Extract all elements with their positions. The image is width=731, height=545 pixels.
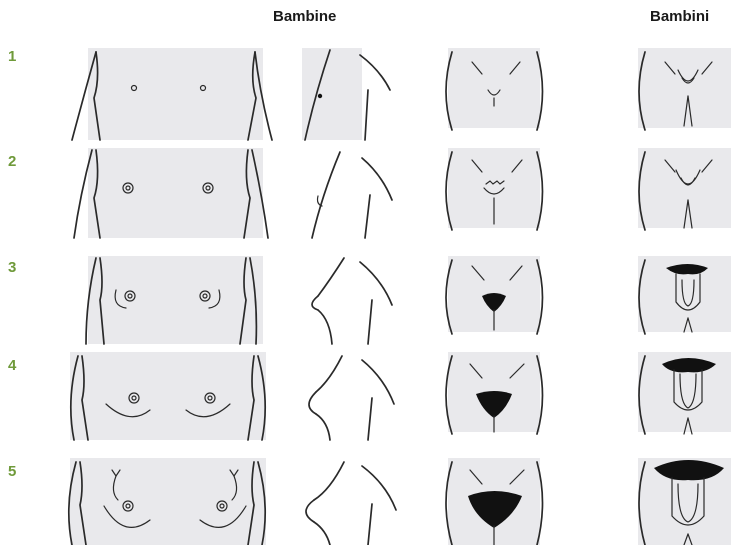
- pubic-boy-1: [639, 52, 712, 130]
- breast-side-1: [305, 50, 390, 140]
- pubic-boy-5: [639, 460, 724, 545]
- pubic-boy-3: [639, 260, 708, 334]
- pubic-boy-2: [639, 152, 712, 230]
- breast-front-3: [86, 258, 256, 344]
- breast-side-2: [312, 152, 392, 238]
- pubic-boy-4: [639, 356, 716, 434]
- breast-front-5: [69, 462, 265, 545]
- breast-side-3: [312, 258, 392, 344]
- pubic-girl-5: [446, 462, 543, 545]
- breast-front-1: [72, 52, 272, 140]
- breast-side-4: [309, 356, 394, 440]
- breast-side-5: [306, 462, 396, 545]
- pubic-girl-4: [446, 356, 543, 434]
- pubic-girl-2: [446, 152, 543, 230]
- pubic-girl-1: [446, 52, 543, 130]
- breast-front-2: [74, 150, 268, 238]
- breast-front-4: [71, 356, 265, 440]
- pubic-girl-3: [446, 260, 543, 334]
